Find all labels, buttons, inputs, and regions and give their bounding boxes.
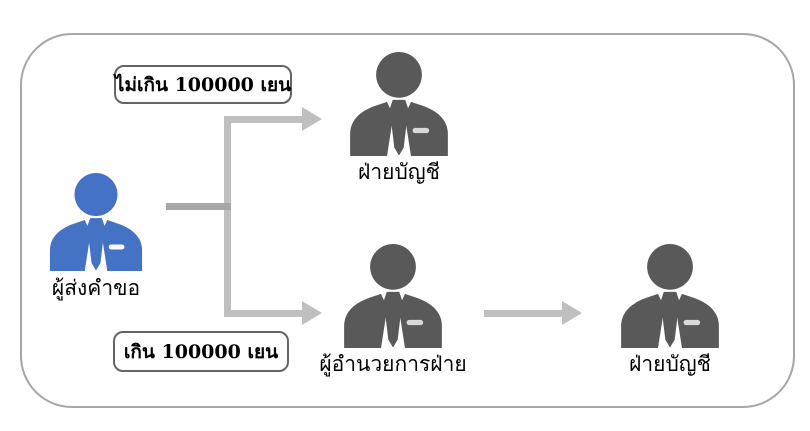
accounting-final-label: ฝ่ายบัญชี [629,352,711,376]
arrow-bottom-head-icon [302,301,322,325]
accounting-top-figure: ฝ่ายบัญชี [311,52,487,185]
condition-exceeding-label: เกิน 100000 เยน [123,340,279,363]
requester-person-icon [47,172,145,272]
arrow-bottom-shaft [224,310,302,317]
accounting-final-person-icon [618,244,722,348]
director-person-icon [341,244,445,348]
arrow-top-shaft [224,116,302,123]
director-label: ผู้อำนวยการฝ่าย [319,352,467,376]
arrow-top-head-icon [302,107,322,131]
arrow-director-to-accounting-shaft [484,310,562,317]
accounting-top-label: ฝ่ายบัญชี [358,160,440,184]
condition-box-not-exceeding: ไม่เกิน 100000 เยน [114,65,292,104]
condition-not-exceeding-label: ไม่เกิน 100000 เยน [114,73,292,96]
accounting-top-person-icon [347,52,451,156]
accounting-final-figure: ฝ่ายบัญชี [582,244,758,377]
director-figure: ผู้อำนวยการฝ่าย [305,244,481,377]
arrow-director-to-accounting-head-icon [562,301,582,325]
requester-label: ผู้ส่งคำขอ [51,276,141,300]
requester-stub-connector [166,203,231,210]
condition-box-exceeding: เกิน 100000 เยน [113,331,289,372]
requester-figure: ผู้ส่งคำขอ [8,172,184,301]
branch-vertical-connector [224,116,231,317]
